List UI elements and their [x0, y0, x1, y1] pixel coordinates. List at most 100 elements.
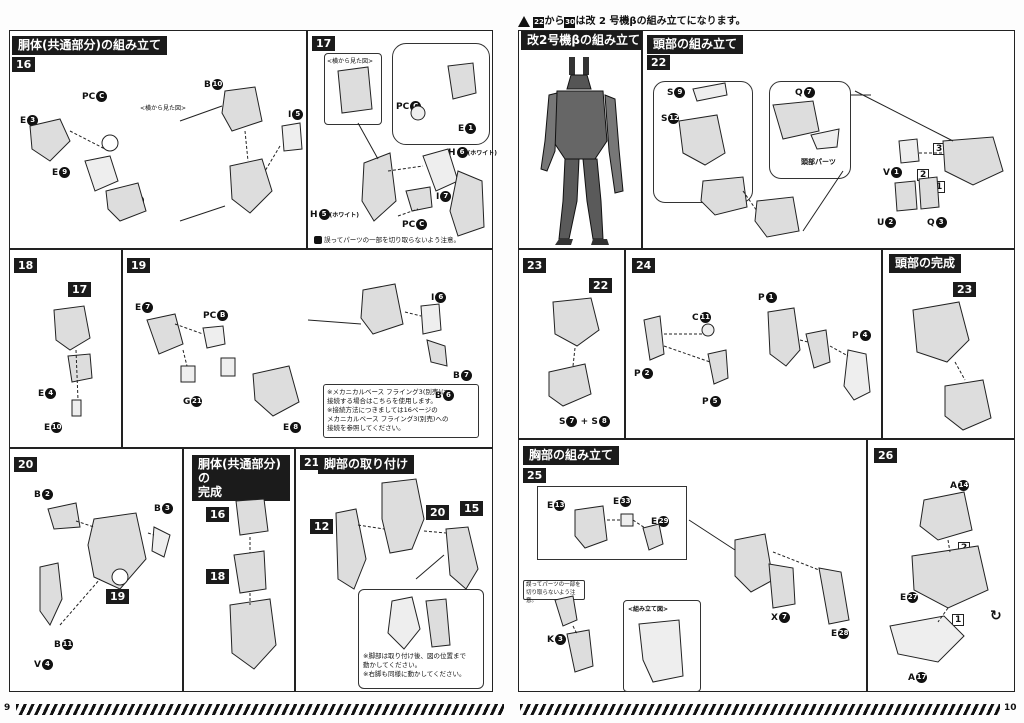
footer-stripe-right: [520, 704, 1000, 715]
head-assembly-23: [548, 297, 600, 407]
step-number-21: 21: [300, 455, 324, 470]
leg-attach-illustration: [335, 478, 479, 650]
head-complete-illustration: [912, 301, 992, 431]
panel-head-complete: 頭部の完成 23: [882, 249, 1015, 439]
step-number-24: 24: [632, 258, 656, 273]
panel-21: 21 脚部の取り付け 12 20 15 ※脚部は取り付け後、図の位置まで動かして…: [295, 448, 493, 692]
ref-step-23: 23: [953, 282, 977, 297]
back-parts-illustration: [889, 491, 989, 663]
leg-note-box: ※脚部は取り付け後、図の位置まで動かしてください。※右脚も同様に動かしてください…: [358, 589, 484, 689]
step-number-20: 20: [14, 457, 38, 472]
head-assembly-title: 頭部の組み立て: [647, 35, 744, 54]
torso-assembly-18: [53, 305, 93, 417]
step-number-16: 16: [12, 57, 36, 72]
page-number-left: 9: [4, 703, 11, 713]
head-parts-illustration: [678, 82, 1004, 238]
caution-note-17: 誤ってパーツの一部を切り取らないよう注意。: [314, 236, 460, 245]
unit02-beta-figure: [540, 57, 624, 245]
body-complete-title: 胴体(共通部分)の完成: [192, 455, 290, 501]
abdomen-parts-illustration: [146, 283, 448, 417]
chest-parts-illustration: [337, 62, 485, 237]
page-number-right: 10: [1004, 703, 1017, 713]
label-head-parts: 頭部パーツ: [801, 158, 836, 166]
head-complete-title: 頭部の完成: [889, 254, 962, 273]
ref-step-12: 12: [310, 519, 334, 534]
face-parts-illustration: [643, 307, 871, 401]
leg-attach-title: 脚部の取り付け: [318, 455, 415, 474]
panel-17: 17 <横から見た図> PCC E1 H6(ホワイト) H5(ホワイト) I7 …: [307, 30, 497, 249]
step-number-22: 22: [647, 55, 671, 70]
step-number-25: 25: [523, 468, 547, 483]
box-label-1-26: 1: [952, 614, 965, 626]
body-complete-illustration: [229, 498, 277, 670]
chest-parts-illustration-25: [554, 505, 850, 683]
caution-note-25: 誤ってパーツの一部を切り取らないよう注意。: [523, 580, 585, 604]
beta-assembly-title: 改2号機βの組み立て: [521, 31, 646, 50]
panel-beta-figure: 改2号機βの組み立て: [518, 30, 646, 249]
step-number-17: 17: [312, 36, 336, 51]
top-warning: 22から30は改 2 号機βの組み立てになります。: [518, 12, 746, 28]
ref-step-19: 19: [106, 589, 130, 604]
ref-step-17: 17: [68, 282, 92, 297]
rotate-arrow-icon: ↻: [990, 608, 1002, 624]
torso-assembly-20: [39, 502, 171, 626]
step-number-18: 18: [14, 258, 38, 273]
footer-stripe-left: [16, 704, 504, 715]
panel-16: 胴体(共通部分)の組み立て 16 E3 PCC <横から見た図> E9 E2 B…: [9, 30, 307, 249]
warning-icon: [518, 15, 530, 27]
section-header-body: 胴体(共通部分)の組み立て: [12, 36, 167, 55]
box-label-3: 3: [933, 143, 946, 155]
panel-body-complete: 胴体(共通部分)の完成 16 18: [183, 448, 295, 692]
ref-step-22: 22: [589, 278, 613, 293]
label-side-view: <横から見た図>: [140, 105, 187, 112]
ref-step-16: 16: [206, 507, 230, 522]
step-number-19: 19: [127, 258, 151, 273]
